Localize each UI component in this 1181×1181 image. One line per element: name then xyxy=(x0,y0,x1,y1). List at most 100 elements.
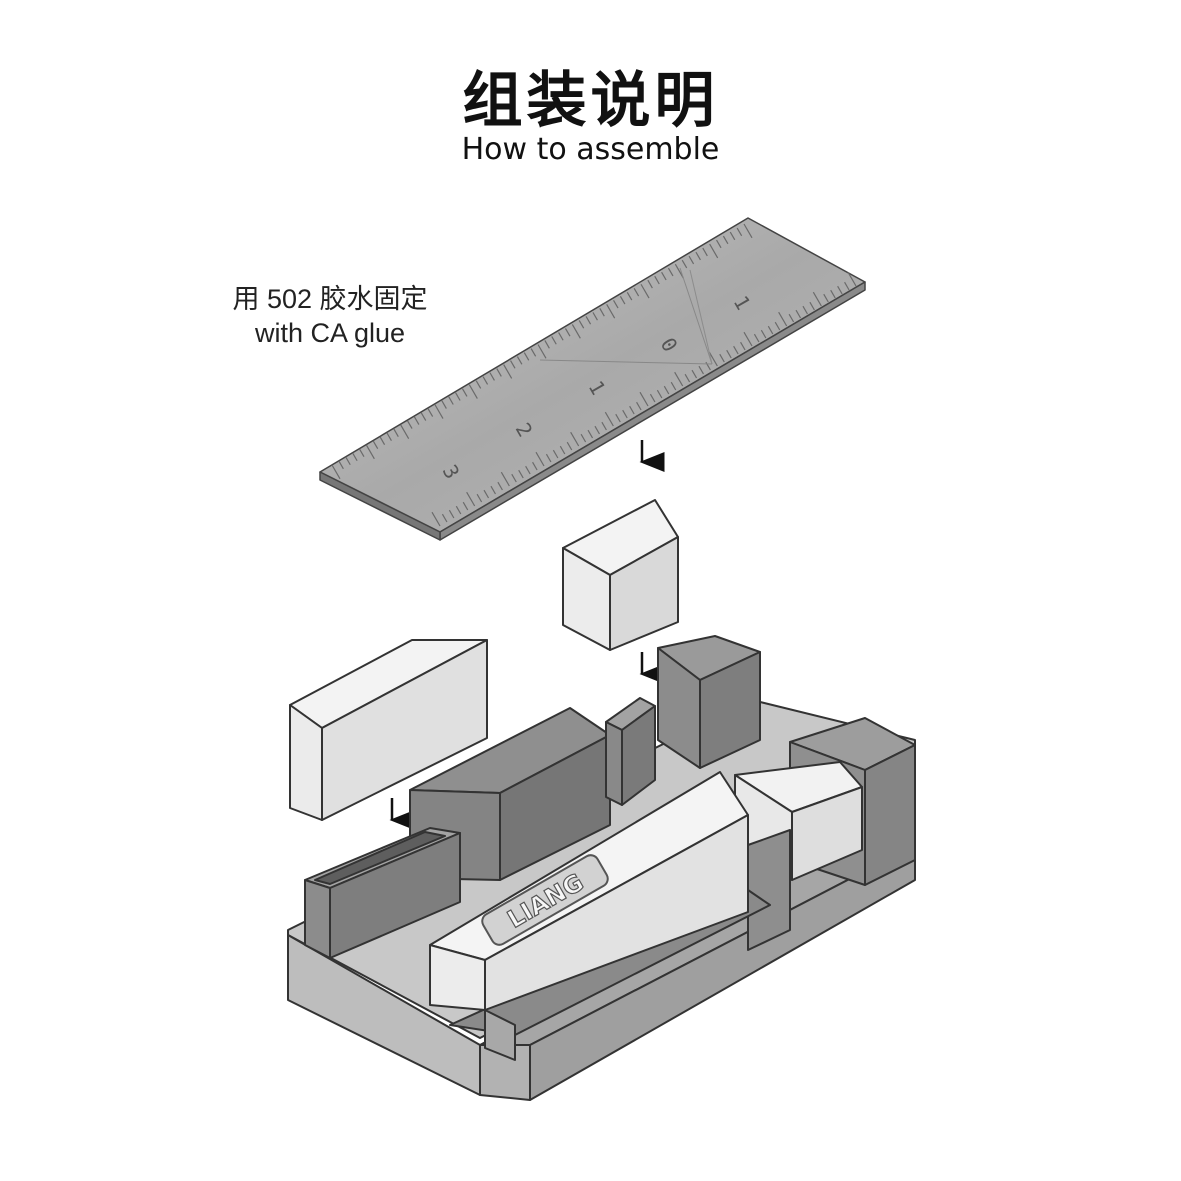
ruler-tick xyxy=(420,412,427,421)
left-channel xyxy=(304,827,461,959)
ruler-tick xyxy=(532,461,538,471)
ruler-tick xyxy=(726,349,732,359)
ruler-tick xyxy=(489,372,495,381)
ruler-tick xyxy=(559,445,566,455)
ruler-tick xyxy=(551,336,557,345)
ruler-tick xyxy=(795,309,802,319)
ruler-tick xyxy=(640,283,650,299)
ruler-tick xyxy=(698,365,704,375)
ruler-tick xyxy=(537,344,547,359)
ruler-tick xyxy=(578,320,585,329)
ruler-tick xyxy=(740,341,746,351)
ruler-tick xyxy=(352,452,358,462)
ruler-tick xyxy=(661,271,667,281)
ruler-tick xyxy=(345,456,351,466)
middle-channel xyxy=(605,697,656,806)
ruler-tick xyxy=(774,321,781,331)
ruler-tick xyxy=(585,316,592,325)
ruler-tick xyxy=(702,247,708,257)
ruler-tick xyxy=(654,275,660,285)
ruler-tick xyxy=(503,364,513,379)
ruler-tick xyxy=(830,289,836,299)
ruler-ticks xyxy=(331,223,857,527)
steel-ruler xyxy=(319,217,866,541)
ruler-tick xyxy=(431,511,441,527)
ruler-tick xyxy=(434,404,444,419)
ruler-tick xyxy=(530,348,537,357)
ruler-tick xyxy=(358,448,365,458)
ruler-tick xyxy=(636,401,642,411)
ruler-tick xyxy=(615,413,621,423)
ruler-tick xyxy=(448,509,455,519)
ruler-tick xyxy=(483,489,490,499)
ruler-tick xyxy=(626,291,633,301)
ruler-tick xyxy=(649,393,656,403)
ruler-tick xyxy=(386,432,392,441)
ruler-tick xyxy=(462,501,469,511)
ruler-tick xyxy=(518,469,524,479)
ruler-tick xyxy=(566,441,573,451)
ruler-tick xyxy=(599,308,605,317)
ruler-tick xyxy=(639,391,649,407)
ruler-tick xyxy=(629,405,635,415)
ruler-tick xyxy=(753,333,760,343)
ruler-tick xyxy=(684,373,691,383)
ruler-tick xyxy=(802,305,808,315)
glue-note-chinese: 用 502 胶水固定 xyxy=(232,284,428,314)
ruler-tick xyxy=(788,313,795,323)
ruler-tick xyxy=(552,449,559,459)
ruler-tick xyxy=(619,295,626,305)
ruler-tick xyxy=(455,392,461,401)
ruler-tick xyxy=(393,428,399,437)
ruler-tick xyxy=(455,505,462,515)
ruler-tick xyxy=(400,424,410,439)
ruler-tick xyxy=(604,411,614,427)
ruler-tick xyxy=(716,239,722,249)
ruler-tick xyxy=(482,376,489,385)
long-block xyxy=(289,639,488,821)
ruler-tick xyxy=(331,464,341,480)
ruler-tick xyxy=(844,281,850,291)
rear-post xyxy=(657,635,761,769)
ruler-tick xyxy=(535,451,545,467)
ruler-tick xyxy=(778,311,788,327)
ruler-tick xyxy=(475,380,482,389)
ruler-tick xyxy=(379,436,386,445)
ruler-tick xyxy=(461,388,468,397)
ruler-tick xyxy=(812,291,822,307)
ruler-tick xyxy=(338,460,344,470)
ruler-tick xyxy=(647,279,653,289)
ruler-tick xyxy=(564,328,571,337)
ruler-tick xyxy=(837,285,843,295)
ruler-tick xyxy=(545,453,552,463)
ruler-tick xyxy=(441,513,448,523)
ruler-tick xyxy=(427,408,434,417)
ruler-tick xyxy=(674,371,684,387)
ruler-tick xyxy=(580,433,587,443)
ruler-tick xyxy=(688,255,695,265)
ruler-tick xyxy=(523,352,530,361)
ruler-tick xyxy=(558,332,564,341)
ruler-tick xyxy=(823,293,829,303)
ruler-tick xyxy=(516,356,523,365)
ruler-tick xyxy=(709,243,719,259)
ruler-tick xyxy=(613,300,619,309)
ruler-tick xyxy=(476,493,483,503)
ruler-tick xyxy=(674,263,684,279)
ruler-tick xyxy=(571,324,581,339)
ruler-tick xyxy=(681,259,688,269)
ruler-tick xyxy=(663,385,670,395)
ruler-tick xyxy=(767,325,774,335)
ruler-tick xyxy=(722,235,729,245)
ruler-tick xyxy=(695,251,701,261)
connector-bar xyxy=(747,829,791,951)
ruler-tick xyxy=(372,440,379,449)
title-english: How to assemble xyxy=(461,132,720,167)
ruler-tick xyxy=(490,485,496,495)
ruler-tick xyxy=(544,340,550,349)
ruler-tick xyxy=(594,425,600,435)
ruler-tick xyxy=(733,345,739,355)
ruler-tick xyxy=(466,491,476,507)
ruler-tick xyxy=(413,416,420,425)
glue-note-english: with CA glue xyxy=(254,318,406,348)
